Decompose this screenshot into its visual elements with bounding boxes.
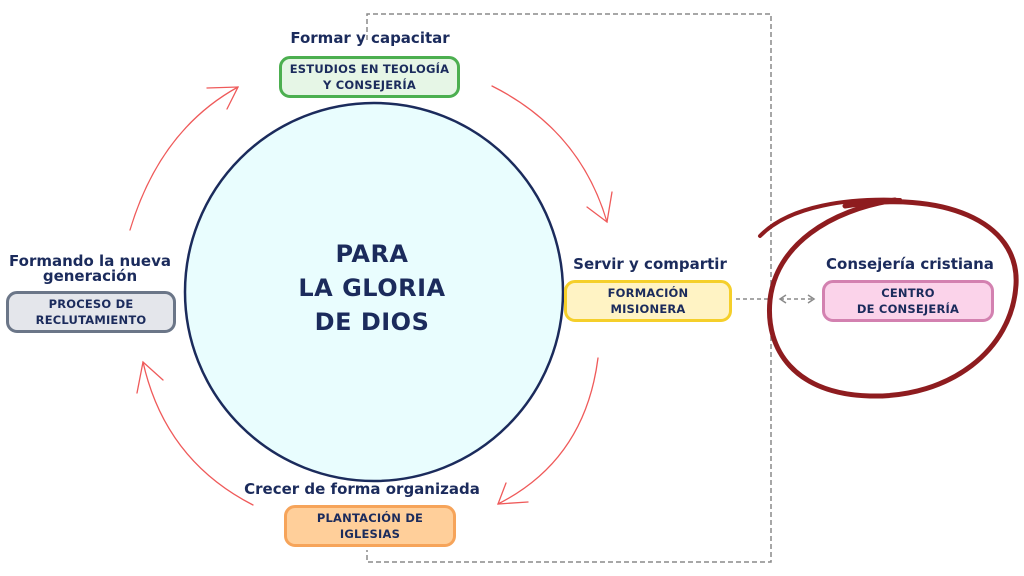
arrow-left-to-top-head-icon — [206, 86, 240, 110]
bottom-node-box-label: PLANTACIÓN DE IGLESIAS — [316, 511, 424, 541]
center-circle — [183, 101, 565, 483]
external-node-box[interactable]: CENTRO DE CONSEJERÍA — [822, 280, 994, 322]
right-node-box[interactable]: FORMACIÓN MISIONERA — [564, 280, 732, 322]
bottom-node-box[interactable]: PLANTACIÓN DE IGLESIAS — [284, 505, 456, 547]
double-arrow-head-right-icon — [807, 294, 816, 304]
right-node-heading: Servir y compartir — [573, 255, 727, 273]
arrow-bottom-to-left — [142, 361, 254, 506]
left-node-box-label: PROCESO DE RECLUTAMIENTO — [35, 297, 147, 327]
highlight-ring-stroke-2 — [758, 197, 902, 238]
arrow-bottom-to-left-head-icon — [136, 360, 164, 394]
double-arrow-head-left-icon — [778, 294, 787, 304]
top-node-box-label: ESTUDIOS EN TEOLOGÍA Y CONSEJERÍA — [289, 62, 450, 92]
right-node-box-label: FORMACIÓN MISIONERA — [607, 286, 689, 316]
top-node-heading: Formar y capacitar — [290, 29, 450, 47]
bottom-node-heading: Crecer de forma organizada — [244, 480, 480, 498]
arrow-left-to-top — [129, 86, 239, 231]
left-node-heading: Formando la nueva generación — [9, 252, 171, 285]
center-label: PARA LA GLORIA DE DIOS — [298, 240, 446, 336]
highlight-ring — [766, 197, 1019, 399]
external-node-heading: Consejería cristiana — [826, 255, 994, 273]
top-node-box[interactable]: ESTUDIOS EN TEOLOGÍA Y CONSEJERÍA — [279, 56, 460, 98]
arrow-top-to-right-head-icon — [586, 191, 613, 224]
external-node-box-label: CENTRO DE CONSEJERÍA — [856, 286, 960, 316]
arrow-right-to-bottom — [497, 357, 599, 505]
arrow-right-to-bottom-head-icon — [497, 482, 529, 505]
left-node-box[interactable]: PROCESO DE RECLUTAMIENTO — [6, 291, 176, 333]
arrow-top-to-right — [491, 85, 608, 223]
